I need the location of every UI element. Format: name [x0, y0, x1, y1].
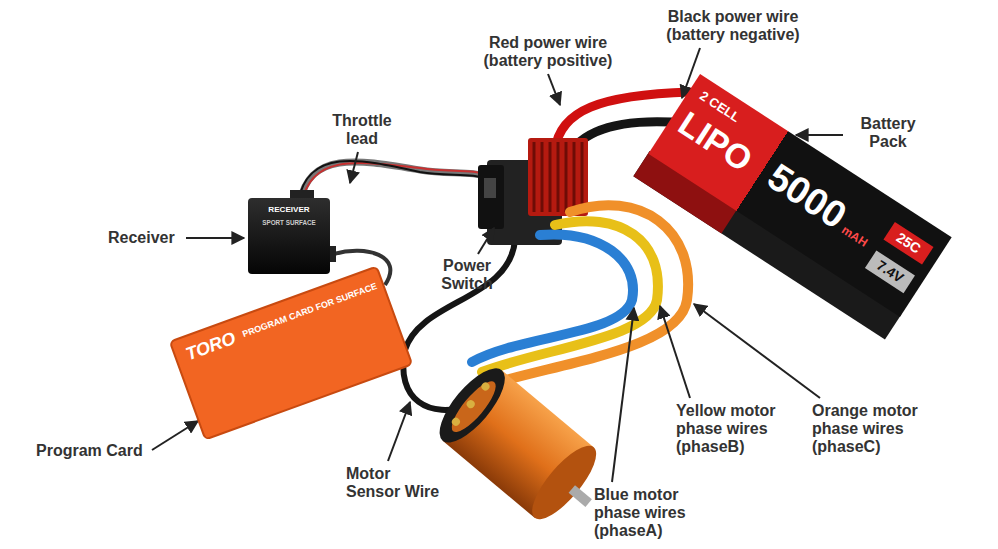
node-text: SPORT SURFACE: [248, 220, 330, 227]
node-text: PROGRAM CARD FOR SURFACE: [241, 282, 378, 340]
part-label: Yellow motor phase wires (phaseB): [676, 402, 804, 456]
node-text: TORO: [183, 329, 238, 365]
node-text: mAH: [839, 224, 870, 250]
receiver: RECEIVER SPORT SURFACE: [248, 198, 330, 274]
program-card: TOROPROGRAM CARD FOR SURFACE: [169, 265, 414, 441]
throttle-lead: [298, 161, 492, 202]
node-text: RECEIVER: [248, 206, 330, 215]
battery-pack: 2 CELLLIPO5000mAH25C7.4V: [648, 74, 951, 317]
part-label: Orange motor phase wires (phaseC): [812, 402, 946, 456]
blue-phase-wire: [472, 234, 633, 362]
part-label: Receiver: [108, 229, 175, 247]
node-text: 5000: [760, 156, 854, 237]
part-label: Black power wire (battery negative): [648, 8, 818, 44]
part-label: Program Card: [36, 442, 143, 460]
part-label: Red power wire (battery positive): [468, 34, 628, 70]
node-text: 7.4V: [865, 250, 915, 293]
part-label: Motor Sensor Wire: [346, 465, 446, 501]
node-text: LIPO: [672, 105, 759, 180]
node-text: 25C: [883, 222, 933, 265]
motor: [429, 359, 618, 539]
part-label: Blue motor phase wires (phaseA): [594, 486, 724, 540]
part-label: Battery Pack: [846, 115, 930, 151]
leader-lines: [152, 48, 843, 482]
part-label: Throttle lead: [322, 112, 402, 148]
part-label: Power Switch: [430, 257, 504, 293]
orange-phase-wire: [492, 205, 688, 384]
